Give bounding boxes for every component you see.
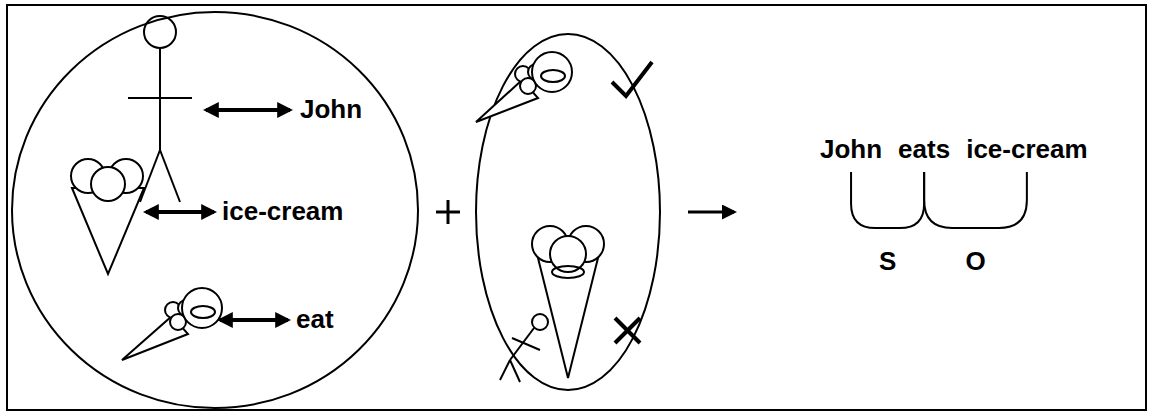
frame (7, 5, 1146, 410)
role-bracket (851, 172, 924, 228)
sentence-word: John (820, 135, 882, 165)
lexicon-pictures (71, 16, 290, 360)
role-letter: O (965, 247, 985, 277)
word-label: eat (296, 305, 334, 335)
ellipse-outline (10, 10, 420, 410)
sentence-word: eats (898, 135, 950, 165)
result-arrow (688, 211, 734, 214)
constraint-pictures (476, 34, 660, 390)
role-brackets (851, 172, 1027, 228)
word-label: John (300, 95, 362, 125)
role-letter: S (879, 247, 896, 277)
lexicon-ellipse: John ice-cream eat (10, 10, 420, 410)
word-label: ice-cream (222, 197, 343, 227)
sentence-word: ice-cream (966, 135, 1087, 165)
plus-symbol (436, 200, 460, 224)
role-bracket (924, 172, 1027, 228)
